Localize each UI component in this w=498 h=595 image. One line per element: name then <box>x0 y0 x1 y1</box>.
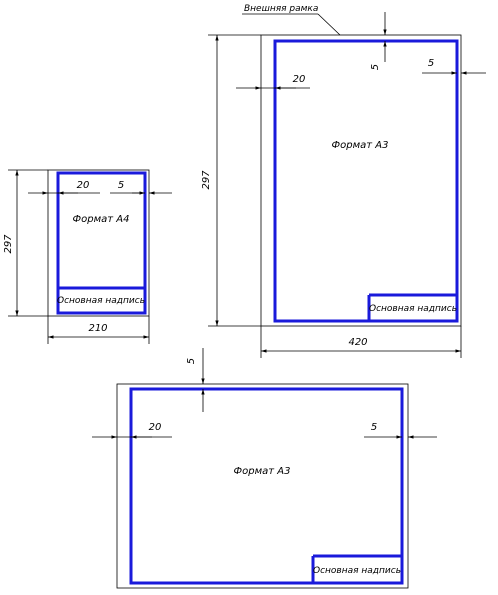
a4-inner-frame <box>56 171 147 315</box>
a3h-format-label: Формат А3 <box>234 466 291 477</box>
a4-title-block-label: Основная надпись <box>57 296 145 306</box>
a3h-outer-frame <box>116 383 409 589</box>
a3v-margin-left-value: 20 <box>293 74 306 85</box>
a3v-outer-frame <box>260 34 462 327</box>
a3v-width-value: 420 <box>348 337 367 348</box>
a3v-title-block-label: Основная надпись <box>369 304 457 314</box>
outer-frame-leader-line <box>317 13 341 36</box>
a4-height-value: 297 <box>3 234 14 254</box>
a4-margin-right-value: 5 <box>118 180 124 191</box>
outer-frame-label: Внешняя рамка <box>244 4 318 14</box>
a3h-margin-left-value: 20 <box>149 422 162 433</box>
a4-sheet: Основная надпись Формат А4 20 5 297 210 <box>3 169 172 344</box>
a3-vertical-sheet: Основная надпись Формат А3 Внешняя рамка… <box>201 4 486 358</box>
a3h-margin-right-value: 5 <box>371 422 377 433</box>
a3v-height-value: 297 <box>201 170 212 190</box>
a3h-title-block-label: Основная надпись <box>313 566 401 576</box>
a3h-inner-frame <box>129 387 404 585</box>
a4-margin-left-value: 20 <box>77 180 90 191</box>
a3-horizontal-sheet: Основная надпись Формат А3 5 20 5 <box>92 348 437 589</box>
a3v-margin-top-value: 5 <box>370 64 381 70</box>
a3v-format-label: Формат А3 <box>332 140 389 151</box>
a3h-margin-top-value: 5 <box>186 358 197 364</box>
a3v-margin-right-value: 5 <box>428 58 434 69</box>
a3v-inner-frame <box>273 39 459 323</box>
a4-outer-frame <box>47 169 150 317</box>
a4-width-value: 210 <box>88 323 107 334</box>
a4-format-label: Формат А4 <box>73 214 130 225</box>
